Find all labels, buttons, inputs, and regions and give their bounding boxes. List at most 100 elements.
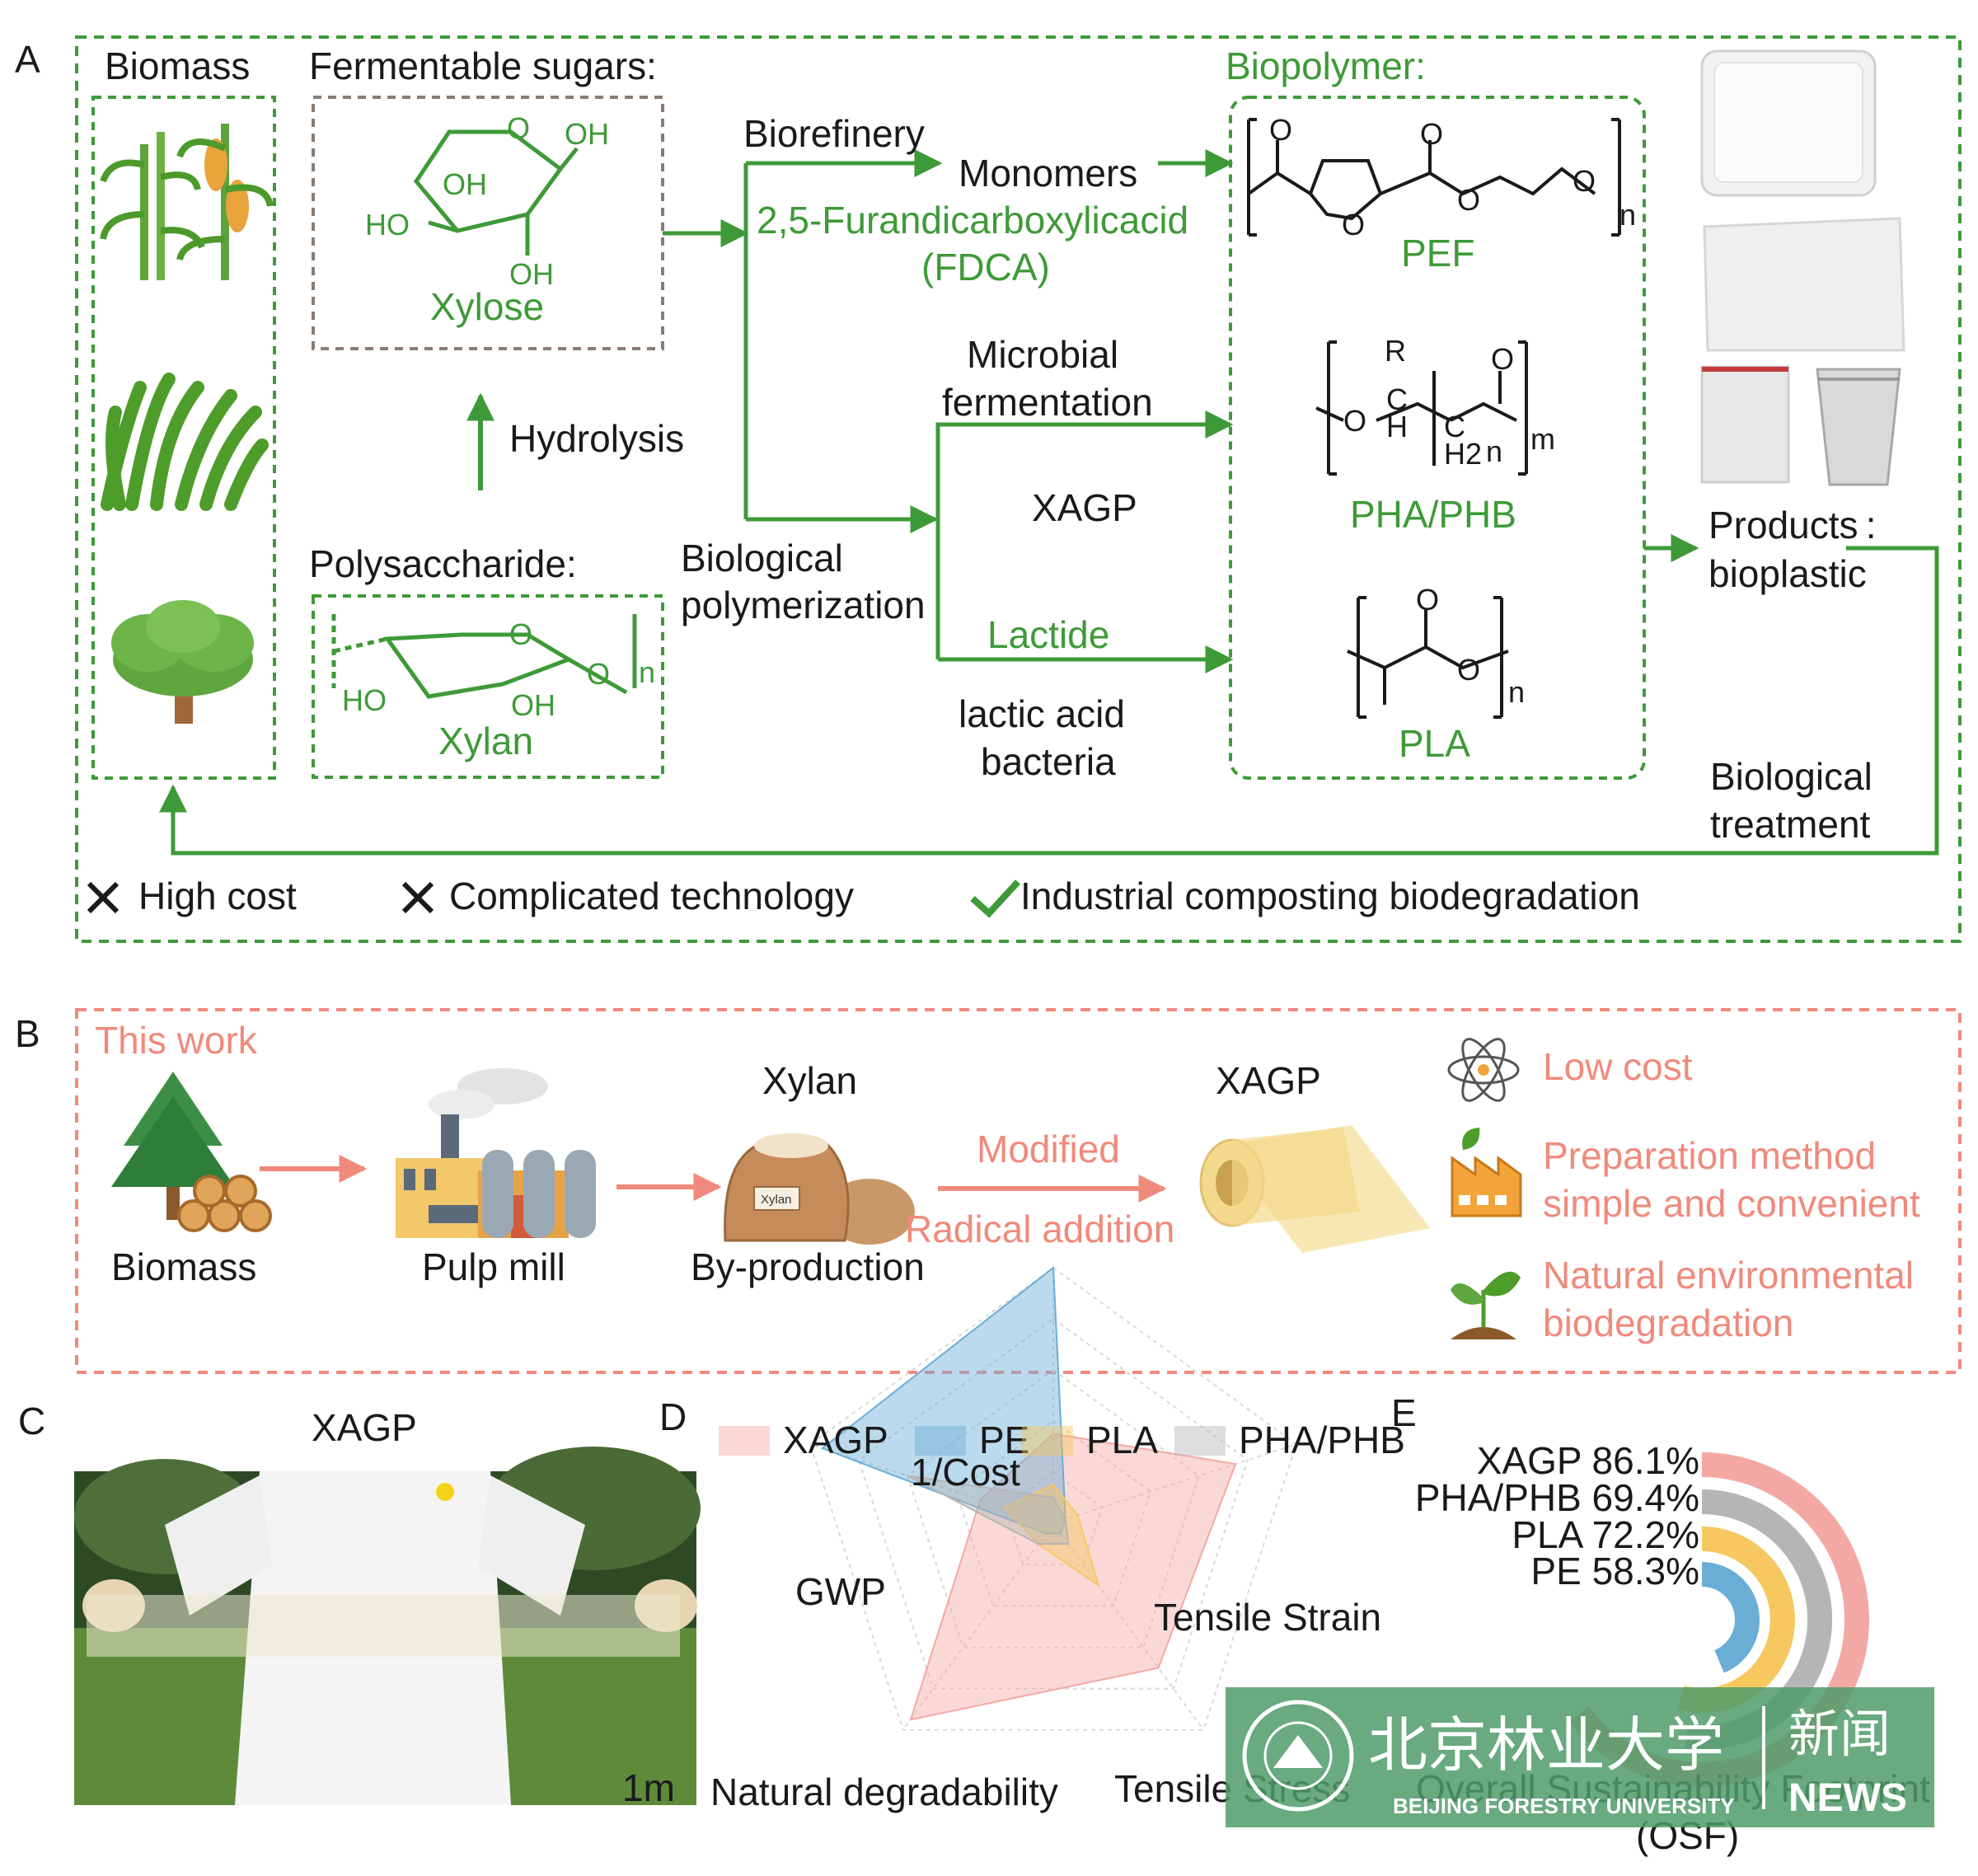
radar-legend-swatch [1174,1426,1226,1456]
xylose-oh-2: OH [443,167,487,201]
radar-grid-ring [809,1266,1297,1731]
xagp-b-title: XAGP [1216,1059,1321,1102]
panel-letter-a: A [15,38,40,81]
panel-letter-e: E [1391,1391,1417,1434]
fdca-label-1: 2,5-Furandicarboxylicacid [757,199,1188,242]
microbial-label-2: fermentation [942,381,1153,424]
pef-structure [1247,118,1621,237]
pha-o-2: O [1343,404,1366,438]
products-label-1: Products : [1708,504,1877,546]
sugarcane-corn-icon [100,124,274,280]
radial-bar-label: XAGP 86.1% [1477,1439,1699,1482]
radar-series-phaphb [907,1475,1070,1545]
xylose-label: Xylose [430,285,544,328]
factory-leaf-icon [1451,1128,1522,1217]
xylan-o: O [509,617,532,651]
watermark-en-news: NEWS [1788,1776,1907,1820]
radar-axis-label: Tensile Strain [1154,1596,1381,1639]
xylose-oh-3: OH [509,257,554,291]
radar-legend-label: PLA [1086,1419,1158,1461]
pef-o-2: O [1342,208,1365,242]
pef-o-3: O [1420,117,1443,151]
radar-grid-ring [857,1317,1249,1690]
pha-structure [1315,340,1528,476]
lactic-label-1: lactic acid [959,692,1125,735]
radar-grid-ring [1003,1470,1104,1566]
xylose-box [312,96,664,350]
xylose-ho: HO [365,208,410,242]
pef-o-1: O [1269,113,1292,147]
radar-legend-label: PE [979,1419,1029,1461]
pla-n: n [1508,675,1525,709]
radar-legend-swatch [1022,1426,1073,1456]
benefit-degradation-1: Natural environmental [1543,1254,1914,1297]
university-seal-icon [1242,1700,1354,1812]
modified-label: Modified [977,1128,1120,1170]
xagp-label-a: XAGP [1032,486,1137,529]
watermark-cn-name: 北京林业大学 [1368,1713,1724,1779]
watermark-cn-news: 新闻 [1788,1706,1891,1763]
pha-h: H [1386,410,1408,443]
radial-bar-label: PLA 72.2% [1512,1513,1699,1556]
radar-axis-line [1052,1443,1297,1524]
panel-c-title: XAGP [312,1406,417,1449]
biomass-b-label: Biomass [111,1245,256,1288]
microbial-label-1: Microbial [967,333,1118,376]
xylose-o: O [507,111,530,145]
xylan-b-title: Xylan [762,1059,857,1102]
watermark: 北京林业大学 新闻 BEIJING FORESTRY UNIVERSITY NE… [1226,1687,1934,1827]
pha-r: R [1385,334,1406,368]
xylan-bag-text: Xylan [761,1193,792,1207]
lactic-label-2: bacteria [981,740,1116,783]
cross-icon-2 [401,881,434,914]
tree-icon [111,600,254,724]
pef-n: n [1619,198,1636,232]
radar-legend-label: XAGP [783,1419,888,1461]
radial-bar-label: PE 58.3% [1530,1550,1699,1592]
radar-axis-line [809,1443,1054,1524]
biological-polymerization-label-1: Biological [681,537,843,579]
radar-legend-swatch [915,1426,966,1456]
panel-letter-b: B [15,1012,40,1055]
radar-grid-ring [954,1419,1152,1607]
panel-c: C XAGP 1m [18,1400,701,1809]
treatment-label-2: treatment [1710,803,1871,846]
biopolymer-label: Biopolymer: [1226,45,1426,87]
products-images [1700,49,1905,486]
treatment-label-1: Biological [1710,755,1873,798]
microbial-arrow [935,410,1234,659]
xylan-bag-icon: Xylan [724,1133,915,1245]
radar-series-pla [1003,1484,1100,1588]
grass-icon [101,373,269,511]
pla-o-1: O [1416,583,1439,617]
by-production-label: By-production [691,1245,925,1288]
panel-a-frame [75,35,1962,943]
watermark-en-name: BEIJING FORESTRY UNIVERSITY [1393,1794,1735,1818]
panel-b-frame [75,1008,1962,1374]
radial-bar-pe [1701,1562,1760,1673]
benefit-simple-2: simple and convenient [1543,1182,1920,1225]
pulp-mill-icon [396,1068,596,1238]
radar-axis-label: GWP [795,1570,886,1613]
xylan-n: n [639,655,655,689]
biopolymer-box [1229,96,1646,780]
radar-axis-label: 1/Cost [911,1451,1020,1494]
panel-letter-d: D [659,1395,687,1438]
benefit-low-cost: Low cost [1543,1045,1693,1088]
radar-legend-swatch [719,1426,770,1456]
xylan-ho: HO [342,683,387,717]
pla-label: PLA [1399,722,1470,765]
xylose-oh-1: OH [565,117,609,151]
biorefinery-label: Biorefinery [743,112,925,155]
panel-letter-c: C [18,1400,45,1442]
radar-axis-line [902,1522,1054,1731]
pha-label: PHA/PHB [1350,493,1516,536]
pha-m: m [1530,422,1555,456]
pha-c: C [1386,382,1408,416]
hydrolysis-label: Hydrolysis [509,417,684,460]
pha-n: n [1486,434,1502,468]
xylan-structure [331,614,637,699]
